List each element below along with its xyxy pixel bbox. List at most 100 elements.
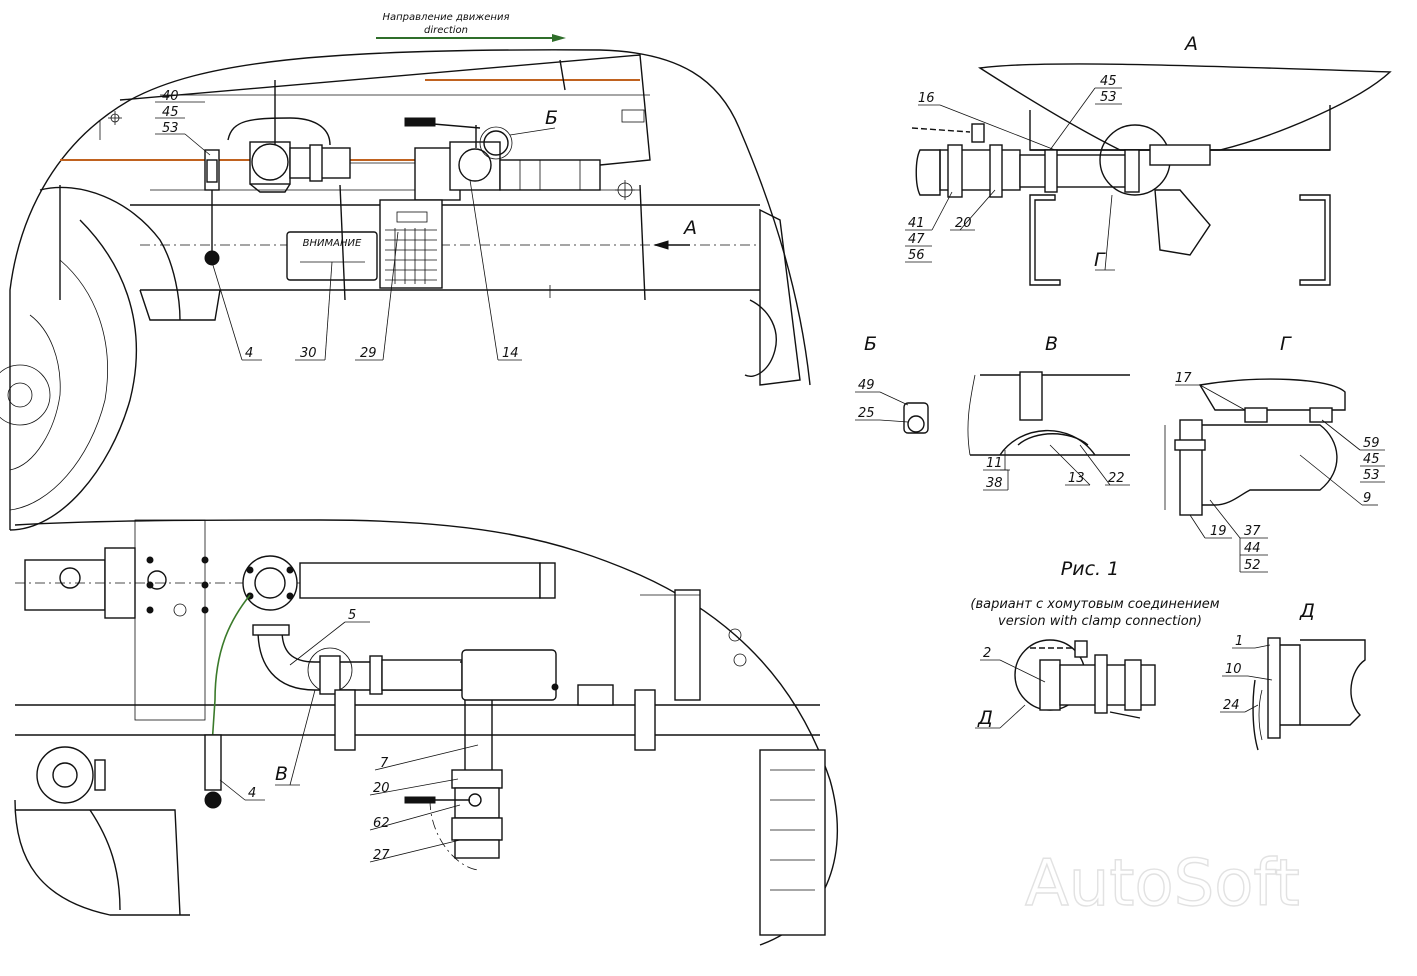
watermark: AutoSoft: [1025, 847, 1300, 921]
body-top-line: [119, 54, 651, 166]
view-g-title: Г: [1280, 333, 1292, 355]
view-g-callout-44: 44: [1244, 541, 1261, 556]
callout-53: 53: [162, 121, 179, 136]
view-v: В 11 38 13 22: [967, 333, 1130, 491]
callout-45: 45: [162, 105, 179, 120]
callout-40: 40: [162, 89, 179, 104]
direction-arrow-icon: [552, 34, 566, 42]
leader-14: 14: [469, 179, 522, 361]
exhaust-pipe-upper: [227, 80, 420, 193]
callout-7: 7: [380, 756, 389, 771]
view-d-callout-24: 24: [1223, 698, 1240, 713]
leader-62: 62: [369, 804, 461, 831]
callout-4-bottom: 4: [248, 786, 256, 801]
body-strut: [559, 59, 566, 91]
callout-62: 62: [373, 816, 390, 831]
view-a-leader-16: 16: [918, 91, 1056, 151]
view-g-leader-37-44-52: 37 44 52: [1209, 499, 1268, 573]
view-a-callout-45: 45: [1100, 74, 1117, 89]
view-g-callout-45: 45: [1363, 452, 1380, 467]
callout-14: 14: [502, 346, 519, 361]
view-g-callout-17: 17: [1175, 371, 1192, 386]
clamp-variant: 2 Д: [975, 639, 1156, 729]
view-b-marker: Б: [545, 107, 558, 129]
view-g-callout-9: 9: [1363, 491, 1371, 506]
view-a-callout-47: 47: [908, 232, 925, 247]
rear-lamp: [744, 299, 777, 377]
plan-wheel-outline: [14, 799, 190, 916]
view-b-callout-49: 49: [858, 378, 875, 393]
view-a-callout-56: 56: [908, 248, 925, 263]
green-wire: [211, 594, 251, 746]
view-g-callout-19: 19: [1210, 524, 1227, 539]
drain-cock-4: [204, 149, 220, 266]
front-wheel: [0, 186, 181, 531]
variant-label-ru: (вариант с хомутовым соединением: [970, 597, 1219, 612]
view-a-callout-20: 20: [955, 216, 972, 231]
step-panel: [759, 208, 801, 386]
callout-29: 29: [360, 346, 377, 361]
view-g: Г 17 59 45 53 9 19 37: [1164, 333, 1385, 573]
view-b-callout-25: 25: [858, 406, 875, 421]
view-b-detail-circle: [479, 126, 513, 160]
callout-5: 5: [348, 608, 356, 623]
leader-stack-40-45-53: 40 45 53: [155, 89, 211, 156]
view-a-marker-g: Г: [1094, 249, 1106, 271]
view-v-callout-22: 22: [1108, 471, 1125, 486]
valve-assembly-14: [404, 117, 601, 201]
cab-outline: [9, 49, 811, 530]
callout-20: 20: [373, 781, 390, 796]
callout-30: 30: [300, 346, 317, 361]
view-g-callout-53: 53: [1363, 468, 1380, 483]
elbow-pipe-5: [257, 629, 460, 691]
view-a: А 45 53 16: [905, 33, 1392, 286]
wheel-arch: [39, 186, 181, 321]
view-d-callout-10: 10: [1225, 662, 1242, 677]
view-b: Б 49 25: [855, 333, 929, 434]
view-g-callout-52: 52: [1244, 558, 1261, 573]
warning-plate-30: ВНИМАНИЕ: [286, 231, 378, 281]
small-bracket: [621, 109, 645, 123]
view-g-leader-59-45-53: 59 45 53: [1321, 419, 1385, 483]
figure-caption: Рис. 1: [1061, 558, 1119, 580]
view-d-marker: Д: [977, 707, 993, 729]
view-a-marker: А: [682, 217, 697, 239]
figure-callout-2: 2: [983, 646, 991, 661]
view-a-callout-16: 16: [918, 91, 935, 106]
view-a-arrow-icon: [653, 240, 669, 250]
callout-4-top: 4: [245, 346, 253, 361]
leader-5: 5: [289, 608, 370, 666]
leader-4: 4: [211, 261, 262, 361]
direction-label-en: direction: [424, 25, 468, 36]
frame-bracket: [139, 289, 221, 321]
direction-indicator: Направление движения direction: [376, 12, 566, 42]
leader-20: 20: [369, 778, 459, 796]
view-v-callout-38: 38: [986, 476, 1003, 491]
plan-cab-outline: [14, 519, 838, 946]
leader-v: В: [275, 689, 316, 786]
view-a-title: А: [1183, 33, 1198, 55]
view-g-callout-37: 37: [1244, 524, 1261, 539]
view-a-leader-g: Г: [1094, 194, 1115, 271]
view-a-leader-41-47-56: 41 47 56: [905, 191, 953, 263]
view-d-title: Д: [1299, 600, 1315, 622]
view-a-callout-41: 41: [908, 216, 925, 231]
view-a-leader-20: 20: [950, 189, 996, 231]
view-a-callout-53: 53: [1100, 90, 1117, 105]
leader-27: 27: [369, 839, 461, 863]
main-side-view: ВНИМАНИЕ А Б: [0, 49, 811, 531]
leader-7: 7: [374, 744, 479, 771]
leader-4-bottom: 4: [219, 779, 265, 801]
tank-outline: [978, 63, 1392, 151]
view-v-callout-11: 11: [986, 456, 1003, 471]
view-b-title: Б: [864, 333, 877, 355]
callout-27: 27: [373, 848, 390, 863]
leader-30: 30: [295, 261, 333, 361]
figure-caption-group: Рис. 1 (вариант с хомутовым соединением …: [970, 558, 1219, 629]
variant-label-en: version with clamp connection): [998, 614, 1202, 629]
view-v-marker: В: [275, 763, 288, 785]
view-v-title: В: [1045, 333, 1058, 355]
view-v-callout-13: 13: [1068, 471, 1085, 486]
